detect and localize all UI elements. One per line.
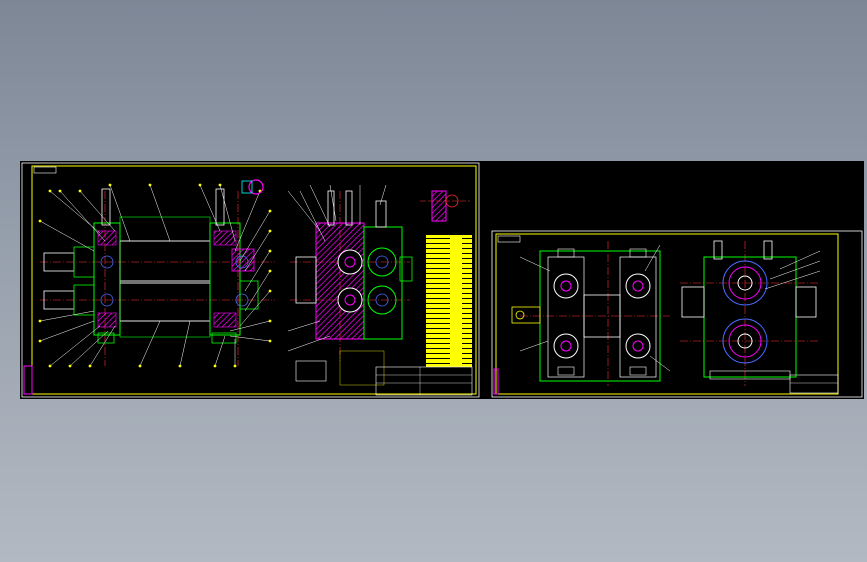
cad-drawing-canvas[interactable] bbox=[20, 161, 864, 399]
part-side-view bbox=[680, 240, 821, 386]
detail-view bbox=[420, 190, 470, 222]
parts-list-table bbox=[375, 235, 473, 396]
part-sheet bbox=[491, 230, 863, 398]
part-front-view bbox=[511, 241, 671, 386]
front-view bbox=[38, 179, 275, 368]
assembly-sheet bbox=[21, 162, 480, 398]
side-view bbox=[287, 184, 413, 386]
